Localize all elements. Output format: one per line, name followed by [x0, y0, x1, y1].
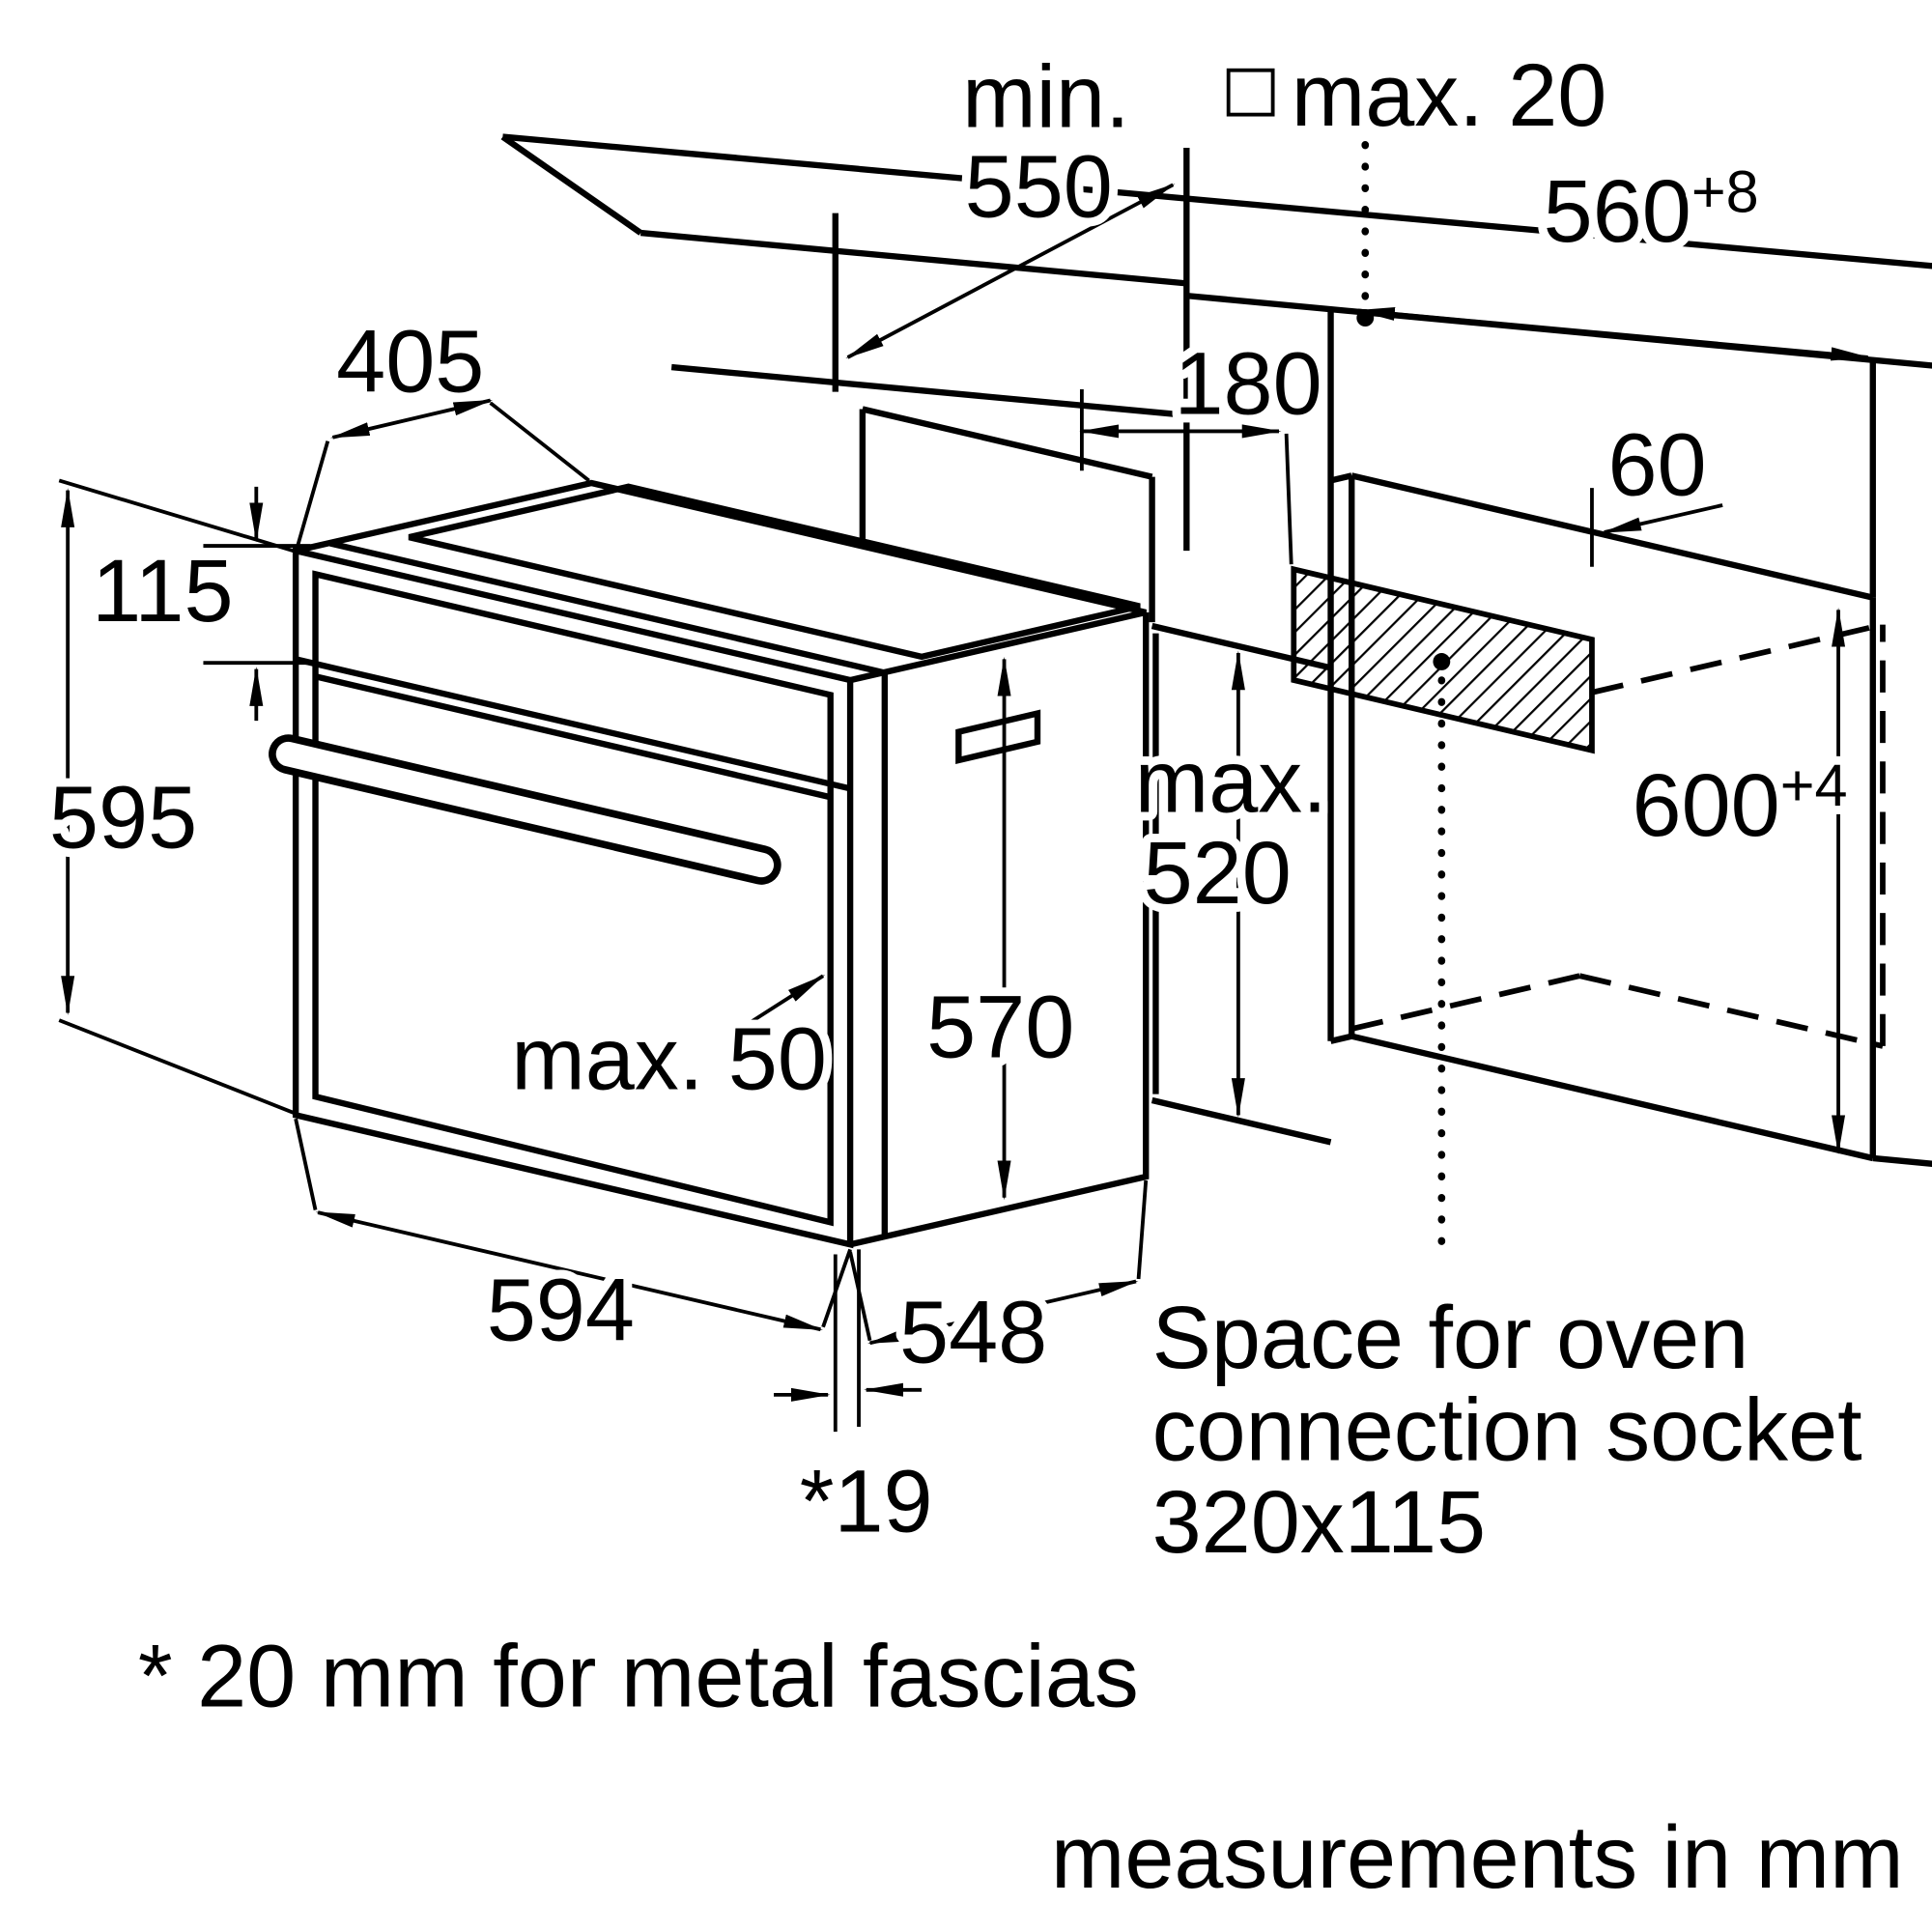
niche-bottom-left-hidden: [1350, 973, 1580, 1032]
worktop-left-edge: [500, 133, 643, 236]
base-cabinet: [859, 406, 1332, 1146]
dimension-labels: min. 550 max. 20 560+8 405 180 60 115 59…: [41, 38, 1856, 1559]
label-550: 550: [965, 137, 1113, 236]
dim-arrow-handle-protrusion: [733, 974, 826, 1035]
oven-side-vent: [955, 709, 1041, 765]
oven-side-face: [849, 611, 1150, 1248]
label-405: 405: [336, 313, 484, 412]
label-max-20: max. 20: [1292, 46, 1607, 145]
label-560: 560+8: [1544, 158, 1759, 261]
niche-bottom-front-edge: [1350, 1033, 1874, 1162]
cabinet-niche: [1186, 119, 1932, 1251]
socket-note-line1: Space for oven: [1152, 1289, 1749, 1387]
worktop-front-lower-edge: [670, 363, 1187, 419]
label-560-value: 560: [1544, 162, 1691, 261]
label-520: 520: [1144, 824, 1292, 923]
label-560-tolerance: +8: [1691, 158, 1759, 224]
footnote: * 20 mm for metal fascias: [138, 1628, 1139, 1726]
dim-line-oven-body-depth: [867, 1279, 1139, 1346]
socket-note-line3: 320x115: [1152, 1473, 1487, 1572]
annotations: Space for oven connection socket 320x115…: [129, 1280, 1913, 1916]
dim-line-niche-width: [1355, 306, 1871, 361]
dim-arrow-60: [1602, 503, 1723, 534]
label-594: 594: [487, 1262, 635, 1360]
socket-note-line2: connection socket: [1152, 1380, 1862, 1479]
dim-line-oven-top-depth: [329, 398, 494, 440]
label-600: 600+4: [1633, 753, 1848, 855]
label-19: *19: [800, 1452, 933, 1550]
dim-ext-595-top: [58, 478, 295, 553]
oven-front-frame: [292, 547, 854, 1249]
niche-top-front-edge: [1350, 472, 1874, 601]
base-niche-top-front: [1151, 622, 1332, 671]
oven-control-panel-divider: [295, 656, 851, 792]
unit-base-edge: [1872, 1154, 1932, 1167]
oven-control-panel-divider-inner: [314, 673, 832, 801]
label-570: 570: [926, 978, 1074, 1076]
dim-ext-548-right: [1136, 1179, 1149, 1280]
niche-left-bottom-join: [1329, 1033, 1352, 1044]
dim-leader-180: [1284, 433, 1293, 565]
worktop-front-edge: [639, 229, 1187, 287]
niche-left-top-join: [1329, 472, 1352, 484]
dim-line-oven-width: [315, 1210, 823, 1332]
dimension-lines: [58, 68, 1871, 1433]
label-max-50: max. 50: [511, 1010, 827, 1109]
socket-center-dot: [1433, 653, 1451, 670]
label-min: min.: [962, 47, 1129, 146]
dim-ext-595-bottom: [58, 1018, 295, 1115]
dim-line-niche-depth: [845, 183, 1176, 359]
label-600-value: 600: [1633, 756, 1780, 855]
label-548: 548: [899, 1284, 1047, 1382]
label-600-tolerance: +4: [1780, 753, 1848, 818]
dim-ext-594-left: [294, 1118, 318, 1210]
label-max: max.: [1135, 733, 1327, 832]
dim-ext-405-right: [489, 401, 590, 482]
square-symbol: [1226, 68, 1275, 117]
oven-top-face: [295, 479, 1147, 684]
dim-ext-405-left: [295, 440, 330, 550]
label-115: 115: [92, 542, 233, 640]
oven-casing-top: [408, 483, 1141, 661]
label-180: 180: [1174, 335, 1321, 434]
label-595: 595: [49, 769, 197, 867]
units-note: measurements in mm: [1051, 1808, 1904, 1907]
oven: [269, 479, 1150, 1249]
oven-handle-inner: [275, 741, 775, 878]
label-60: 60: [1607, 416, 1706, 515]
base-niche-shelf-front: [1151, 1096, 1332, 1146]
base-niche-top-back: [862, 406, 1153, 480]
oven-frame-back-top-edge: [329, 540, 886, 676]
oven-door-outline: [312, 570, 834, 1227]
worktop-back-edge: [502, 133, 1932, 270]
